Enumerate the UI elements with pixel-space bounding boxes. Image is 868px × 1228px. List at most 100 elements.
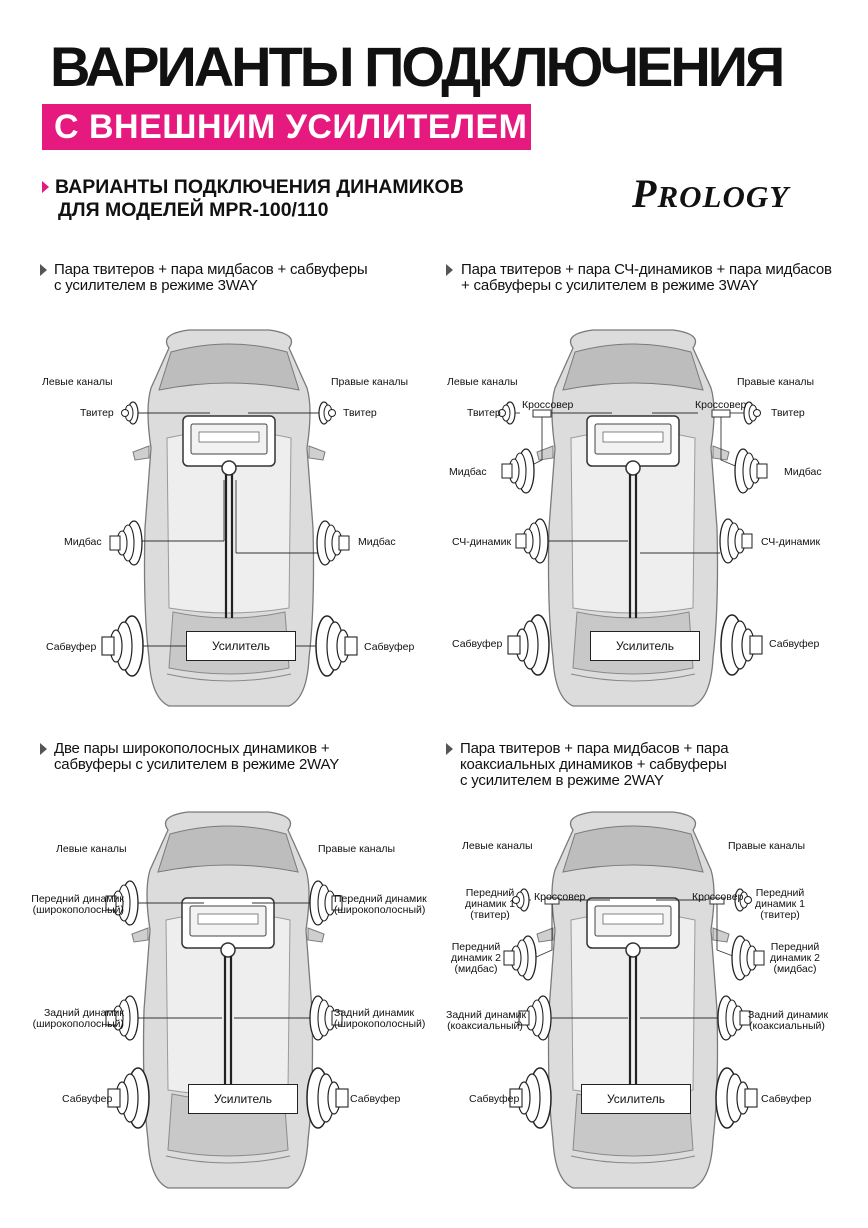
midbass-left-icon (501, 448, 535, 494)
car-top-view (535, 810, 731, 1190)
midbass-right-icon (316, 520, 350, 566)
rear-left-label-line2: (широкополосный) (32, 1018, 124, 1030)
bullet-arrow-icon (40, 264, 47, 276)
subwoofer-right-label: Сабвуфер (364, 641, 415, 653)
front-left-label: Передний динамик (широкополосный) (24, 894, 124, 916)
left-channels-label: Левые каналы (462, 840, 533, 852)
front2-left-label-line3: (мидбас) (454, 963, 498, 975)
tweeter-left-label: Твитер (467, 407, 501, 419)
tweeter-right-label: Твитер (771, 407, 805, 419)
subwoofer-right-icon (306, 1067, 349, 1129)
front-left-label-line2: (широкополосный) (32, 904, 124, 916)
front1-right-label-line1: Передний (755, 887, 805, 899)
subwoofer-left-icon (101, 615, 144, 677)
rear-left-label-line2: (коаксиальный) (447, 1020, 523, 1032)
rear-right-icon (717, 995, 751, 1041)
amplifier-box: Усилитель (581, 1084, 691, 1114)
diagram-2 (497, 328, 768, 708)
left-channels-label: Левые каналы (447, 376, 518, 388)
crossover-left-label: Кроссовер (522, 399, 574, 411)
right-channels-label: Правые каналы (331, 376, 409, 388)
crossover-left-label: Кроссовер (534, 891, 586, 903)
variant-4-line1: Пара твитеров + пара мидбасов + пара (460, 740, 729, 757)
front1-right-label-line3: (твитер) (760, 909, 800, 921)
tweeter-left-icon (120, 401, 139, 425)
subwoofer-left-icon (107, 1067, 150, 1129)
car-top-view (130, 810, 326, 1190)
amplifier-box: Усилитель (186, 631, 296, 661)
front-right-label-line2: (широкополосный) (334, 904, 426, 916)
variant-4-heading: Пара твитеров + пара мидбасов + пара коа… (460, 740, 729, 789)
rear-left-label-line1: Задний динамик (446, 1009, 527, 1021)
front2-left-icon (503, 935, 537, 981)
rear-right-label-line2: (широкополосный) (334, 1018, 426, 1030)
front2-left-label-line2: динамик 2 (450, 952, 502, 964)
brand-logo-first: P (632, 171, 658, 216)
page-title: ВАРИАНТЫ ПОДКЛЮЧЕНИЯ (50, 35, 785, 98)
crossover-right-label: Кроссовер (695, 399, 747, 411)
front2-right-label-line2: динамик 2 (769, 952, 821, 964)
front1-left-label-line1: Передний (465, 887, 515, 899)
rear-right-label: Задний динамик (коаксиальный) (748, 1009, 829, 1032)
subtitle-banner: С ВНЕШНИМ УСИЛИТЕЛЕМ (42, 104, 531, 150)
crossover-right-label: Кроссовер (692, 891, 744, 903)
rear-left-label: Задний динамик (коаксиальный) (446, 1009, 527, 1032)
subwoofer-left-label: Сабвуфер (62, 1093, 113, 1105)
rear-right-label-line1: Задний динамик (334, 1007, 415, 1019)
diagram-4 (503, 810, 765, 1190)
variant-3-line2: сабвуферы с усилителем в режиме 2WAY (54, 756, 340, 773)
subwoofer-right-label: Сабвуфер (350, 1093, 401, 1105)
variant-2-heading: Пара твитеров + пара СЧ-динамиков + пара… (461, 262, 832, 294)
midbass-left-icon (109, 520, 143, 566)
amplifier-box: Усилитель (590, 631, 700, 661)
banner-text: С ВНЕШНИМ УСИЛИТЕЛЕМ (54, 108, 528, 146)
left-channels-label: Левые каналы (42, 376, 113, 388)
variant-2-line1: Пара твитеров + пара СЧ-динамиков + пара… (461, 261, 832, 278)
bullet-arrow-icon (40, 743, 47, 755)
bullet-arrow-icon (446, 264, 453, 276)
right-channels-label: Правые каналы (318, 843, 396, 855)
subwoofer-left-label: Сабвуфер (469, 1093, 520, 1105)
subwoofer-right-icon (715, 1067, 758, 1129)
midbass-right-label: Мидбас (358, 536, 396, 548)
front-right-label: Передний динамик (широкополосный) (334, 894, 427, 916)
tweeter-right-icon (318, 401, 337, 425)
subwoofer-left-label: Сабвуфер (46, 641, 97, 653)
front2-right-label: Передний динамик 2 (мидбас) (767, 942, 823, 975)
mid-right-icon (719, 518, 753, 564)
amplifier-box: Усилитель (188, 1084, 298, 1114)
left-channels-label: Левые каналы (56, 843, 127, 855)
variant-4-line3: с усилителем в режиме 2WAY (460, 772, 664, 789)
front1-right-label-line2: динамик 1 (754, 898, 806, 910)
front2-right-label-line3: (мидбас) (773, 963, 817, 975)
crossover-right-icon (711, 409, 731, 418)
bullet-arrow-icon (446, 743, 453, 755)
subwoofer-right-label: Сабвуфер (769, 638, 820, 650)
variant-4-line2: коаксиальных динамиков + сабвуферы (460, 756, 727, 773)
front1-left-label-line3: (твитер) (470, 909, 510, 921)
rear-left-label-line1: Задний динамик (43, 1007, 124, 1019)
front1-left-label: Передний динамик 1 (твитер) (462, 888, 518, 921)
section-heading-line1: ВАРИАНТЫ ПОДКЛЮЧЕНИЯ ДИНАМИКОВ (55, 176, 464, 198)
midbass-left-label: Мидбас (64, 536, 102, 548)
variant-3-heading: Две пары широкополосных динамиков + сабв… (54, 741, 339, 773)
right-channels-label: Правые каналы (728, 840, 806, 852)
variant-3-line1: Две пары широкополосных динамиков + (54, 740, 330, 757)
mid-left-label: СЧ-динамик (452, 536, 512, 548)
subwoofer-right-label: Сабвуфер (761, 1093, 812, 1105)
subwoofer-left-icon (507, 614, 550, 676)
diagram-1 (101, 328, 358, 708)
rear-left-label: Задний динамик (широкополосный) (24, 1008, 124, 1030)
right-channels-label: Правые каналы (737, 376, 815, 388)
mid-left-icon (515, 518, 549, 564)
front1-right-label: Передний динамик 1 (твитер) (752, 888, 808, 921)
front2-left-label-line1: Передний (451, 941, 501, 953)
rear-right-label-line1: Задний динамик (748, 1009, 829, 1021)
tweeter-right-icon (743, 401, 762, 425)
rear-right-label-line2: (коаксиальный) (749, 1020, 825, 1032)
front1-left-label-line2: динамик 1 (464, 898, 516, 910)
midbass-right-label: Мидбас (784, 466, 822, 478)
rear-right-label: Задний динамик (широкополосный) (334, 1008, 425, 1030)
front-left-label-line1: Передний динамик (31, 893, 124, 905)
variant-1-line2: с усилителем в режиме 3WAY (54, 277, 258, 294)
